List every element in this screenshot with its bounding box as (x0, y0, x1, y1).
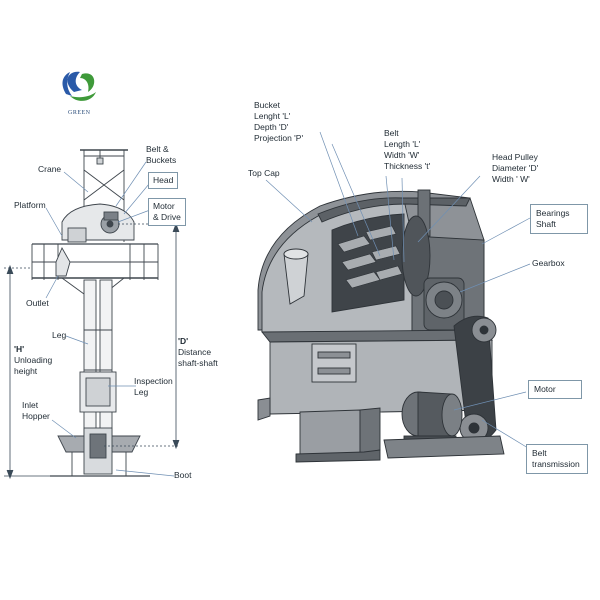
dimension-h (4, 264, 50, 480)
label-head-pulley: Head Pulley Diameter 'D' Width ' W' (492, 152, 539, 184)
label-gearbox: Gearbox (532, 258, 565, 268)
label-h-symbol: 'H' (14, 344, 25, 354)
bucket-elevator-drawing (4, 149, 180, 480)
label-belt-transmission: Belt transmission (526, 444, 588, 474)
right-leader-lines (265, 131, 531, 449)
label-belt: Belt Length 'L' Width 'W' Thickness 't' (384, 128, 431, 171)
label-head: Head (148, 172, 179, 189)
outlet-spout (55, 246, 71, 277)
label-bearings-shaft: Bearings Shaft (530, 204, 588, 234)
green-logo (62, 71, 96, 101)
elevator-head (61, 203, 135, 243)
label-motor-drive: Motor & Drive (148, 198, 186, 226)
platform-railing (31, 243, 159, 295)
label-belt-buckets: Belt & Buckets (146, 144, 177, 165)
left-leader-lines (45, 161, 175, 477)
label-top-cap: Top Cap (248, 168, 280, 178)
dimension-d (104, 222, 180, 450)
label-leg: Leg (52, 330, 67, 340)
label-d-symbol: 'D' (178, 336, 189, 346)
elevator-head-3d (257, 189, 505, 463)
label-boot: Boot (174, 470, 192, 480)
label-platform: Platform (14, 200, 46, 210)
label-crane: Crane (38, 164, 62, 174)
buckets (337, 225, 403, 289)
label-unloading-height: Unloading height (14, 355, 53, 376)
label-inlet-hopper: Inlet Hopper (22, 400, 50, 421)
elevator-legs (79, 279, 117, 441)
label-bucket: Bucket Lenght 'L' Depth 'D' Projection '… (254, 100, 304, 143)
label-inspection-leg: Inspection Leg (134, 376, 173, 397)
boot-hopper (50, 427, 150, 477)
label-distance-shaft: Distance shaft-shaft (178, 347, 218, 368)
label-outlet: Outlet (26, 298, 49, 308)
logo-wordmark: GREEN (68, 110, 91, 116)
label-motor: Motor (528, 380, 582, 399)
